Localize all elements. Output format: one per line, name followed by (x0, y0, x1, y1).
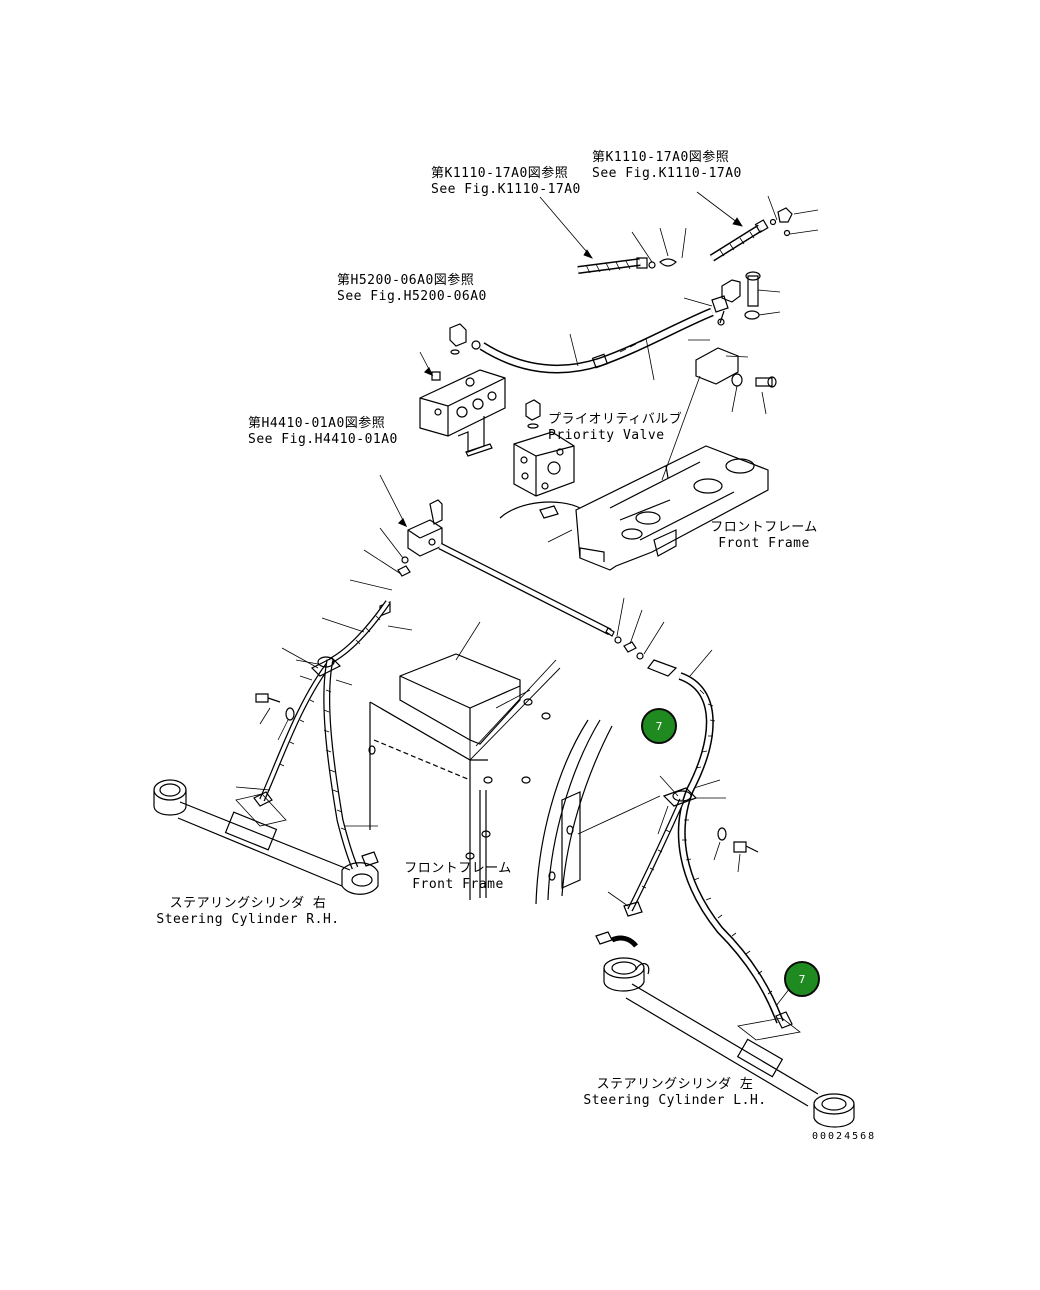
ref-h5200: 第H5200-06A0図参照 See Fig.H5200-06A0 (337, 273, 487, 305)
block-h4410 (380, 475, 442, 556)
hose-rh-upper (236, 602, 412, 868)
ref-k1110-left: 第K1110-17A0図参照 See Fig.K1110-17A0 (431, 166, 581, 198)
label-front-frame-lower-jp: フロントフレーム (404, 861, 512, 876)
upper-hose-right (712, 208, 792, 258)
front-frame-upper-plate (500, 376, 768, 570)
label-front-frame-upper-en: Front Frame (718, 536, 810, 551)
callout-badge-upper[interactable]: 7 (641, 708, 677, 744)
ref-h4410: 第H4410-01A0図参照 See Fig.H4410-01A0 (248, 416, 398, 448)
hose-main-upper (472, 312, 712, 380)
callout-badge-lower[interactable]: 7 (784, 961, 820, 997)
priority-valve (514, 400, 574, 496)
ref-h5200-en: See Fig.H5200-06A0 (337, 289, 487, 304)
pipe-long (440, 546, 614, 636)
leaders-top (540, 192, 818, 262)
ref-h5200-jp: 第H5200-06A0図参照 (337, 273, 475, 288)
valve-block-left (420, 324, 505, 456)
bolt-right (714, 828, 758, 872)
callout-number: 7 (798, 972, 806, 986)
bolt-left (256, 694, 294, 740)
steering-cylinder-rh (154, 780, 378, 894)
label-front-frame-upper-jp: フロントフレーム (710, 520, 818, 535)
ref-k1110-left-jp: 第K1110-17A0図参照 (431, 166, 569, 181)
ref-k1110-right-jp: 第K1110-17A0図参照 (592, 150, 730, 165)
label-front-frame-upper: フロントフレーム Front Frame (710, 520, 818, 552)
label-steering-rh: ステアリングシリンダ 右 Steering Cylinder R.H. (156, 896, 339, 928)
hose-lh (596, 650, 800, 1040)
label-front-frame-lower-en: Front Frame (412, 877, 504, 892)
steering-cylinder-lh (604, 958, 854, 1127)
ref-k1110-left-en: See Fig.K1110-17A0 (431, 182, 581, 197)
label-steering-lh-jp: ステアリングシリンダ 左 (596, 1077, 754, 1092)
label-priority-valve-en: Priority Valve (548, 428, 665, 443)
ref-k1110-right: 第K1110-17A0図参照 See Fig.K1110-17A0 (592, 150, 742, 182)
label-steering-rh-en: Steering Cylinder R.H. (156, 912, 340, 927)
label-steering-lh: ステアリングシリンダ 左 Steering Cylinder L.H. (583, 1077, 766, 1109)
label-priority-valve-jp: プライオリティバルブ (548, 412, 683, 427)
label-steering-lh-en: Steering Cylinder L.H. (583, 1093, 767, 1108)
left-fittings-column (350, 528, 410, 616)
ref-h4410-jp: 第H4410-01A0図参照 (248, 416, 386, 431)
front-frame-lower (369, 622, 560, 900)
label-priority-valve: プライオリティバルブ Priority Valve (548, 412, 682, 444)
upper-hose-left (578, 258, 676, 273)
serial-number: 00024568 (812, 1131, 877, 1142)
ref-k1110-right-en: See Fig.K1110-17A0 (592, 166, 742, 181)
ref-h4410-en: See Fig.H4410-01A0 (248, 432, 398, 447)
label-steering-rh-jp: ステアリングシリンダ 右 (169, 896, 327, 911)
pipe-end-fittings (615, 598, 676, 676)
bracket-fittings-right (684, 272, 780, 414)
label-front-frame-lower: フロントフレーム Front Frame (404, 861, 512, 893)
front-frame-right-curve (536, 720, 660, 904)
callout-number: 7 (655, 719, 663, 733)
